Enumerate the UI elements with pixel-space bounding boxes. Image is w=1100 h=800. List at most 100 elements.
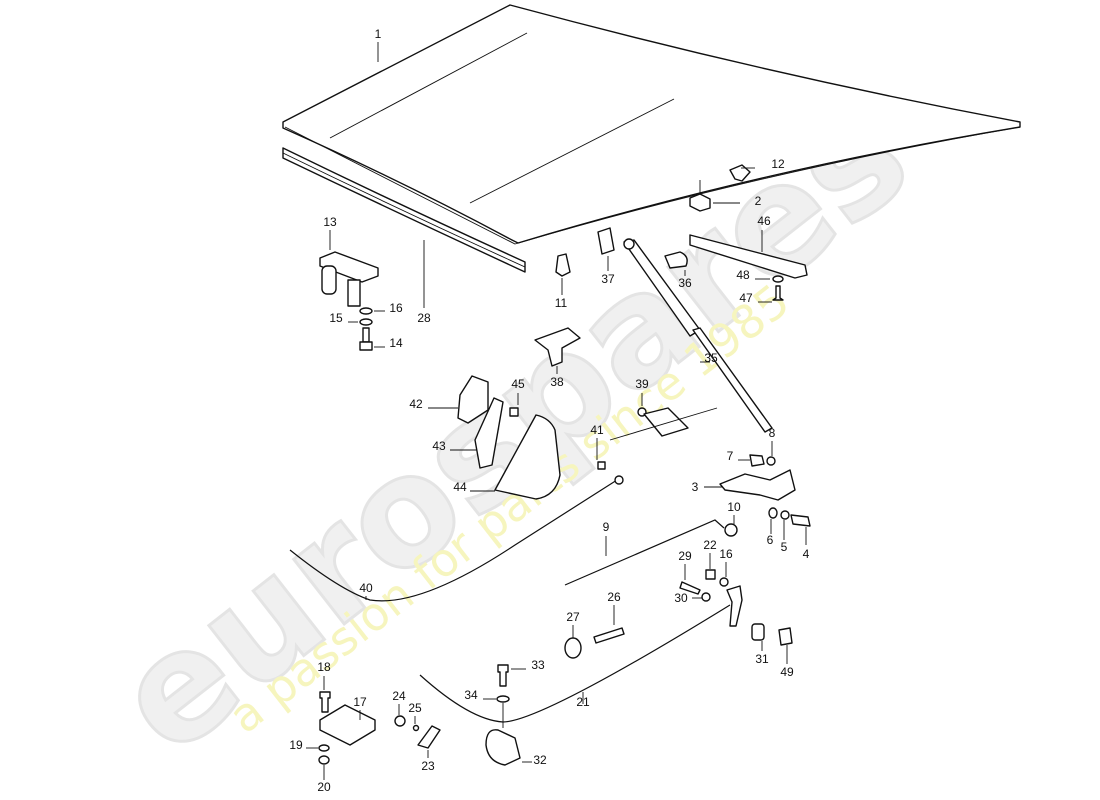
part-19-clip[interactable] (318, 744, 330, 752)
part-7-buffer[interactable] (749, 454, 765, 467)
part-11-clip[interactable] (555, 253, 571, 277)
callout-6[interactable]: 6 (767, 533, 774, 547)
callout-42[interactable]: 42 (409, 397, 423, 411)
callout-3[interactable]: 3 (692, 480, 699, 494)
callout-10[interactable]: 10 (727, 500, 741, 514)
part-49-clip[interactable] (778, 627, 793, 646)
callout-30[interactable]: 30 (674, 591, 688, 605)
callout-40[interactable]: 40 (359, 581, 373, 595)
callout-21[interactable]: 21 (576, 695, 590, 709)
callout-23[interactable]: 23 (421, 759, 435, 773)
callout-26[interactable]: 26 (607, 590, 621, 604)
part-25-washer[interactable] (412, 724, 420, 732)
part-13-lock[interactable] (319, 251, 379, 307)
callout-9[interactable]: 9 (603, 520, 610, 534)
part-14-bolt[interactable] (359, 327, 373, 351)
part-16b-washer[interactable] (719, 577, 729, 587)
part-20-nut[interactable] (318, 755, 330, 765)
part-40-cable[interactable] (289, 479, 618, 602)
callout-25[interactable]: 25 (408, 701, 422, 715)
callout-16b[interactable]: 16 (719, 547, 733, 561)
callout-1[interactable]: 1 (375, 27, 382, 41)
callout-49[interactable]: 49 (780, 665, 794, 679)
part-48-nut[interactable] (772, 275, 784, 283)
part-41-spring[interactable] (597, 461, 606, 470)
part-18-bolt[interactable] (319, 691, 331, 713)
part-44-cover[interactable] (494, 414, 561, 500)
callout-45[interactable]: 45 (511, 377, 525, 391)
callout-41[interactable]: 41 (590, 423, 604, 437)
part-26-bolt[interactable] (593, 627, 625, 644)
part-38-bracket[interactable] (534, 327, 581, 367)
callout-43[interactable]: 43 (432, 439, 446, 453)
lever-arm[interactable] (726, 585, 743, 627)
callout-14[interactable]: 14 (389, 336, 403, 350)
callout-36[interactable]: 36 (678, 276, 692, 290)
part-5-washer[interactable] (780, 510, 790, 520)
part-36-pin[interactable] (664, 251, 688, 269)
part-15-washer[interactable] (359, 318, 373, 326)
part-29-screw[interactable] (679, 581, 701, 595)
callout-38[interactable]: 38 (550, 375, 564, 389)
part-39-clip[interactable] (609, 407, 718, 441)
callout-33[interactable]: 33 (531, 658, 545, 672)
callout-32[interactable]: 32 (533, 753, 547, 767)
callout-44[interactable]: 44 (453, 480, 467, 494)
part-17-mounting-plate[interactable] (319, 704, 376, 746)
part-43-latch-arm[interactable] (474, 397, 504, 469)
callout-4[interactable]: 4 (803, 547, 810, 561)
callout-34[interactable]: 34 (464, 688, 478, 702)
part-47-screw[interactable] (772, 285, 784, 301)
callout-29[interactable]: 29 (678, 549, 692, 563)
part-27-bush[interactable] (564, 637, 582, 659)
callout-28[interactable]: 28 (417, 311, 431, 325)
callout-39[interactable]: 39 (635, 377, 649, 391)
part-12-clip[interactable] (729, 164, 751, 182)
part-3-release-lever[interactable] (719, 469, 796, 501)
callout-7[interactable]: 7 (727, 449, 734, 463)
callout-27[interactable]: 27 (566, 610, 580, 624)
callout-17[interactable]: 17 (353, 695, 367, 709)
part-30-washer[interactable] (701, 592, 711, 602)
part-31-sleeve[interactable] (751, 623, 765, 641)
part-35-gas-strut[interactable] (623, 238, 773, 433)
part-46-bracket[interactable] (689, 234, 808, 279)
callout-12[interactable]: 12 (771, 157, 785, 171)
callout-31[interactable]: 31 (755, 652, 769, 666)
callout-18[interactable]: 18 (317, 660, 331, 674)
part-8-nut[interactable] (766, 456, 776, 466)
callout-37[interactable]: 37 (601, 272, 615, 286)
callout-16[interactable]: 16 (389, 301, 403, 315)
part-28-seal-strip[interactable] (282, 147, 526, 273)
callout-15[interactable]: 15 (329, 311, 343, 325)
callout-46[interactable]: 46 (757, 214, 771, 228)
part-34-washer[interactable] (496, 695, 510, 703)
callout-13[interactable]: 13 (323, 215, 337, 229)
part-22-nut[interactable] (705, 569, 716, 580)
callout-35[interactable]: 35 (704, 351, 718, 365)
callout-47[interactable]: 47 (739, 291, 753, 305)
callout-8[interactable]: 8 (769, 426, 776, 440)
part-16-washer[interactable] (359, 307, 373, 315)
part-45-bolt[interactable] (509, 407, 519, 417)
part-9-rod[interactable] (564, 519, 725, 586)
callout-24[interactable]: 24 (392, 689, 406, 703)
callout-5[interactable]: 5 (781, 540, 788, 554)
callout-48[interactable]: 48 (736, 268, 750, 282)
part-4-bolt[interactable] (790, 514, 811, 527)
callout-22[interactable]: 22 (703, 538, 717, 552)
callout-11[interactable]: 11 (555, 296, 568, 310)
part-2-buffer[interactable] (689, 193, 711, 212)
part-6-washer[interactable] (768, 507, 778, 519)
callout-2[interactable]: 2 (755, 194, 762, 208)
part-23-bracket[interactable] (417, 725, 441, 749)
part-10-grommet[interactable] (724, 523, 738, 537)
callout-19[interactable]: 19 (289, 738, 303, 752)
part-32-clamp[interactable] (485, 729, 521, 766)
part-37-clip[interactable] (597, 227, 615, 255)
part-21-cable[interactable] (419, 604, 731, 723)
part-1-bonnet-panel[interactable] (282, 4, 1021, 245)
part-24-nut[interactable] (394, 715, 406, 727)
callout-20[interactable]: 20 (317, 780, 331, 794)
part-33-bolt[interactable] (497, 664, 509, 687)
